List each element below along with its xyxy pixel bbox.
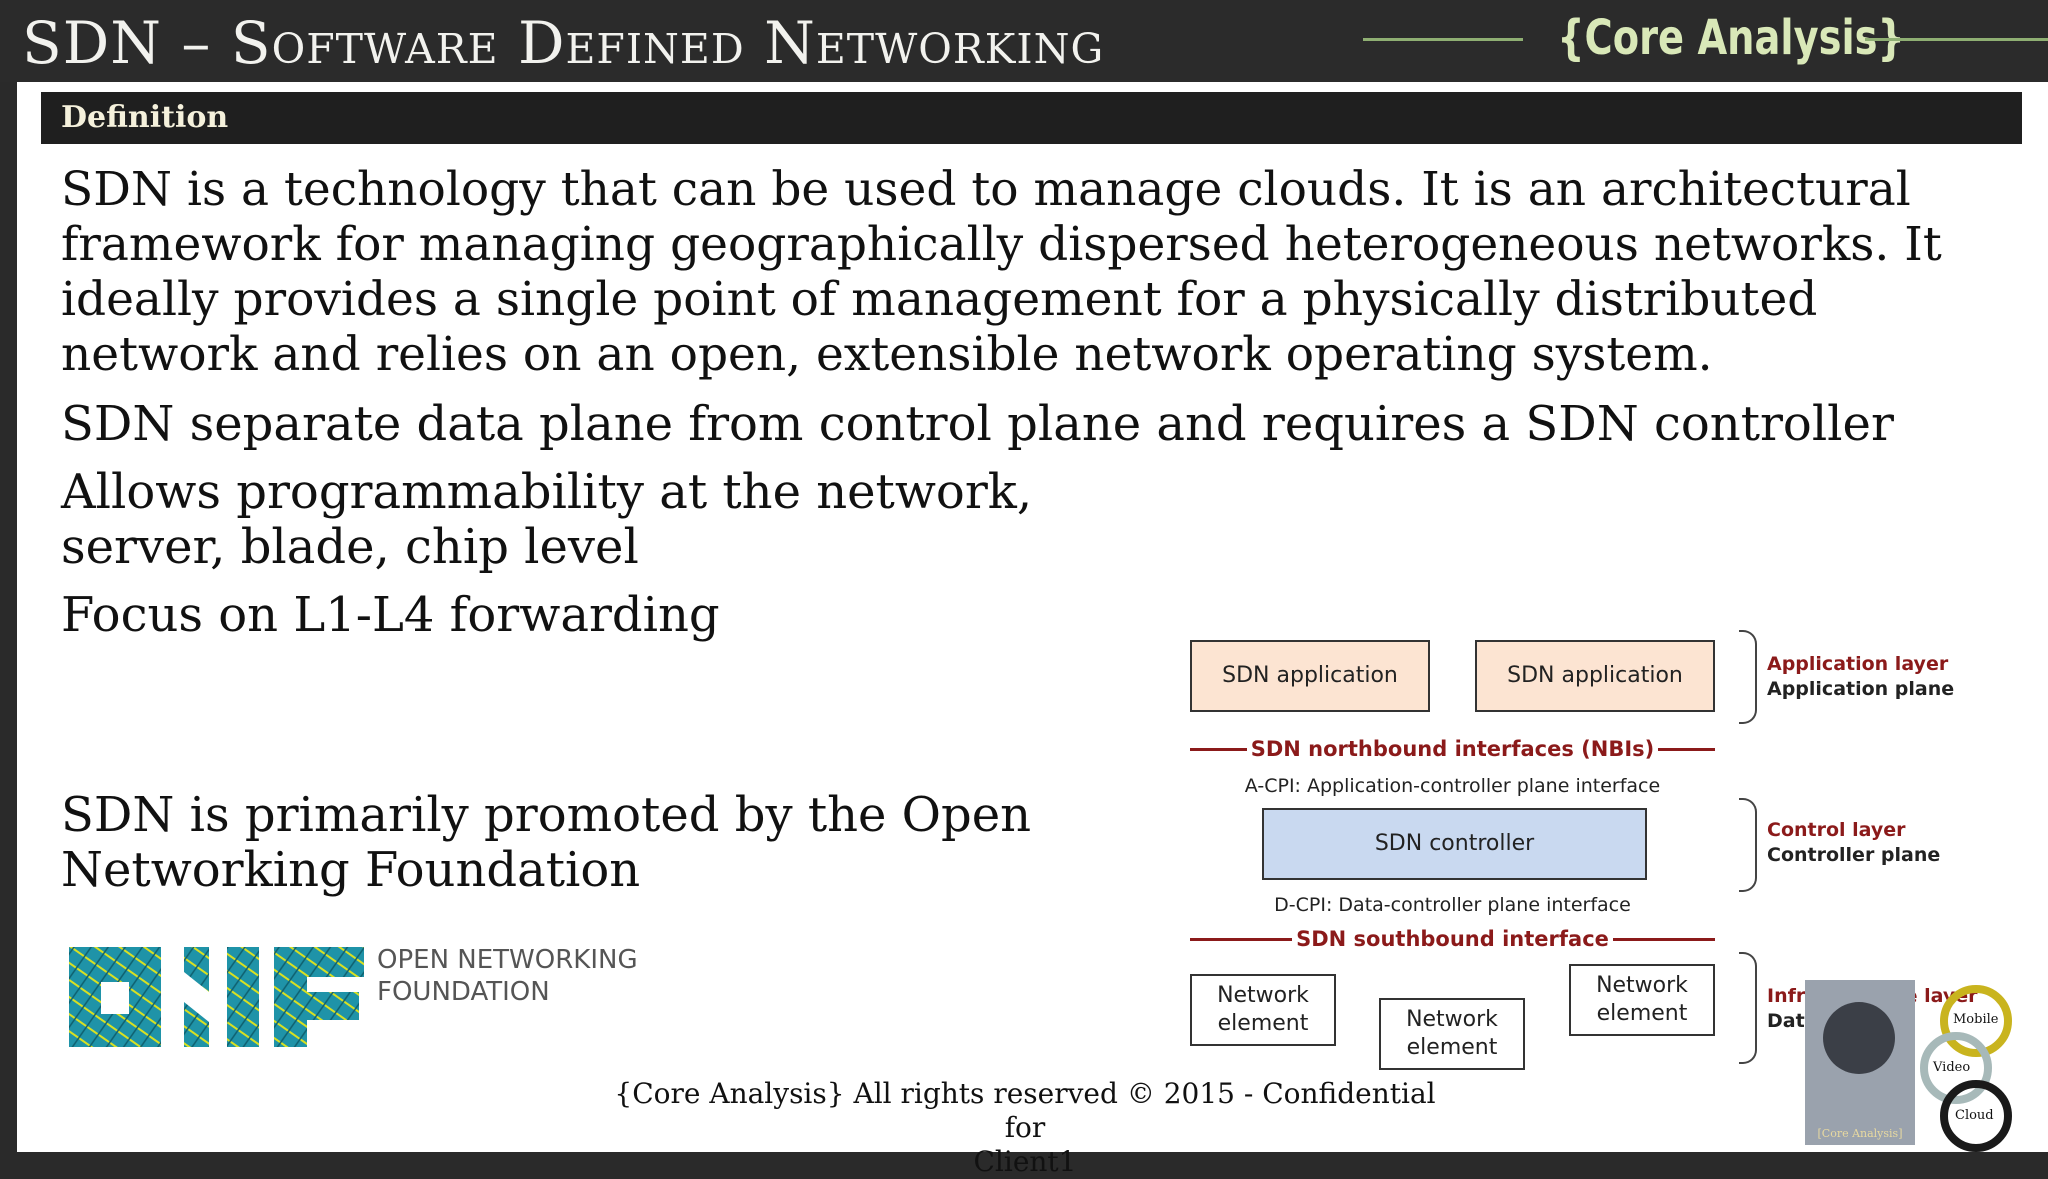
bullet-onf: SDN is primarily promoted by the Open Ne… xyxy=(61,787,1032,898)
copyright-footer: {Core Analysis} All rights reserved © 20… xyxy=(600,1077,1450,1179)
planet-icon xyxy=(1823,1002,1895,1074)
onf-wordmark: OPEN NETWORKING FOUNDATION xyxy=(377,944,638,1008)
slide-title: SDN – Software Defined Networking xyxy=(22,9,1105,77)
brand-label: {Core Analysis} xyxy=(1557,10,1905,66)
sdn-controller-box: SDN controller xyxy=(1262,808,1647,880)
bullet-programmability: Allows programmability at the network, s… xyxy=(61,464,1033,575)
section-header: Definition xyxy=(41,92,2022,144)
slide-content: Definition SDN is a technology that can … xyxy=(17,82,2048,1152)
sdn-application-box-2: SDN application xyxy=(1475,640,1715,712)
core-analysis-emblem: [Core Analysis] xyxy=(1805,980,1915,1145)
southbound-interface-label: SDN southbound interface xyxy=(1190,926,1715,952)
sdn-application-box-1: SDN application xyxy=(1190,640,1430,712)
application-layer-brace xyxy=(1739,630,1757,724)
network-element-box-3: Network element xyxy=(1569,964,1715,1036)
network-element-box-2: Network element xyxy=(1379,998,1525,1070)
northbound-interface-label: SDN northbound interfaces (NBIs) xyxy=(1190,736,1715,762)
cloud-label: Cloud xyxy=(1955,1108,1994,1123)
section-title: Definition xyxy=(61,100,229,135)
slide-header: SDN – Software Defined Networking {Core … xyxy=(0,0,2048,82)
network-element-box-1: Network element xyxy=(1190,974,1336,1046)
application-layer-label: Application layer Application plane xyxy=(1767,653,1955,700)
sdn-architecture-diagram: SDN application SDN application SDN nort… xyxy=(1167,542,2047,1102)
definition-paragraph: SDN is a technology that can be used to … xyxy=(61,162,1942,382)
control-layer-brace xyxy=(1739,798,1757,892)
dcpi-label: D-CPI: Data-controller plane interface xyxy=(1274,894,1631,916)
onf-wordmark-line1: OPEN NETWORKING xyxy=(377,945,638,975)
bullet-control-plane: SDN separate data plane from control pla… xyxy=(61,396,1894,452)
emblem-label: [Core Analysis] xyxy=(1817,1127,1903,1140)
acpi-label: A-CPI: Application-controller plane inte… xyxy=(1244,775,1661,797)
cloud-ring-icon xyxy=(1940,1080,2012,1152)
onf-wordmark-line2: FOUNDATION xyxy=(377,977,550,1007)
copyright-line2: Client1 xyxy=(973,1145,1077,1178)
infrastructure-layer-brace xyxy=(1739,952,1757,1064)
onf-logo xyxy=(69,947,364,1047)
brand-rule-left xyxy=(1363,38,1523,41)
bullet-forwarding: Focus on L1-L4 forwarding xyxy=(61,587,720,643)
mobile-label: Mobile xyxy=(1953,1012,1999,1027)
control-layer-label: Control layer Controller plane xyxy=(1767,819,1941,866)
copyright-line1: {Core Analysis} All rights reserved © 20… xyxy=(614,1077,1436,1144)
video-label: Video xyxy=(1933,1060,1971,1075)
brand-rule-right xyxy=(1865,38,2048,41)
